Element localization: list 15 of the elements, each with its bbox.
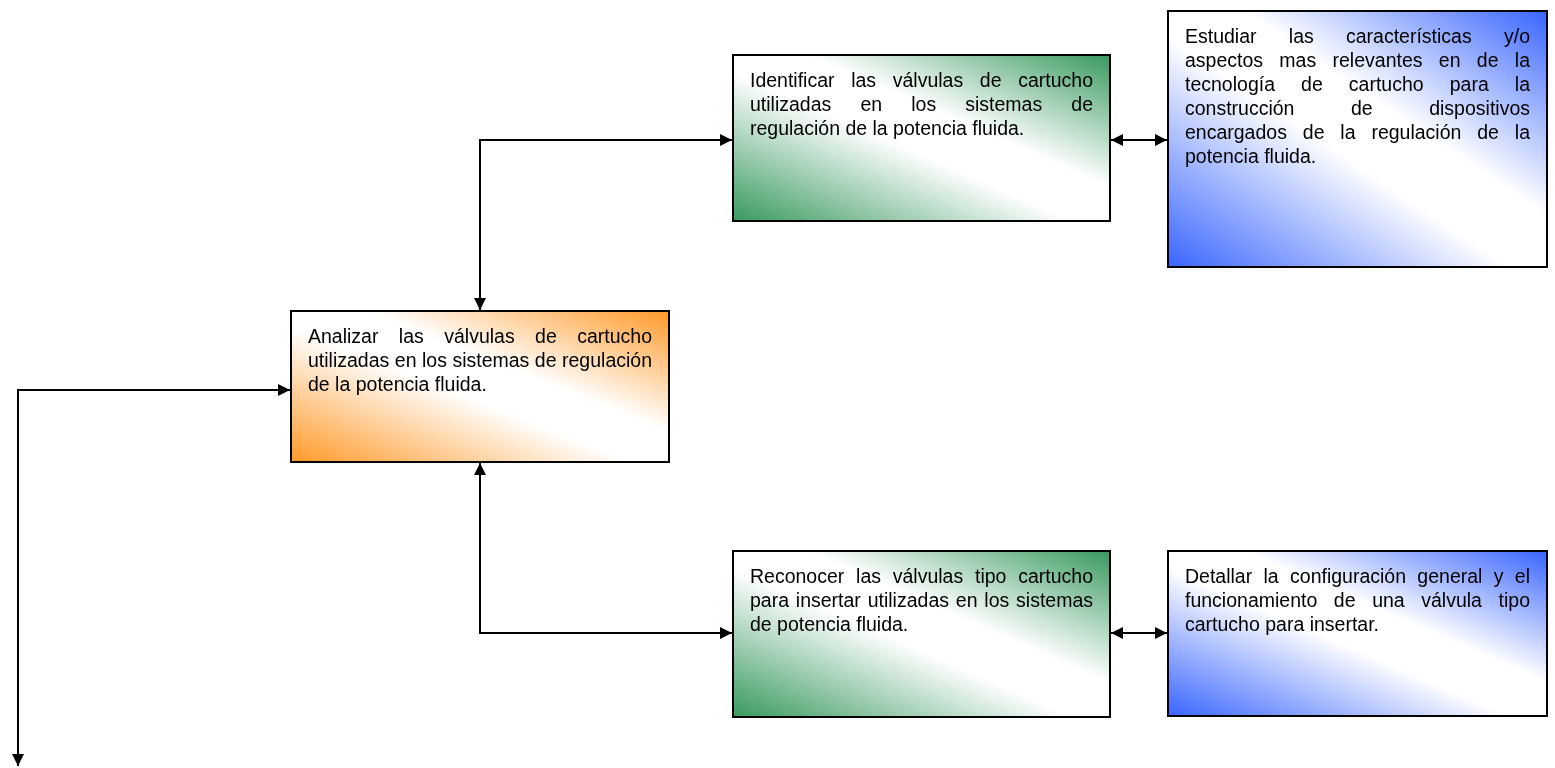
arrow (474, 134, 733, 311)
process-box (290, 310, 670, 463)
box-text: Estudiar las características y/o aspectos mas relevantes en de la tecnología de cartucho para la construcción de dispositivos encargados de la regulación de la potencia fluida. (1185, 24, 1530, 168)
process-box (1167, 10, 1548, 268)
process-box (732, 54, 1111, 222)
box-text: Reconocer las válvulas tipo cartucho para insertar utilizadas en los sistemas de potencia fluida. (750, 564, 1093, 636)
arrow (12, 384, 291, 767)
arrow (1110, 134, 1168, 146)
arrow (1110, 627, 1168, 639)
process-box (1167, 550, 1548, 717)
box-text: Identificar las válvulas de cartucho utilizadas en los sistemas de regulación de la potencia fluida. (750, 68, 1093, 140)
box-text: Detallar la configuración general y el funcionamiento de una válvula tipo cartucho para insertar. (1185, 564, 1530, 636)
box-text: Analizar las válvulas de cartucho utilizadas en los sistemas de regulación de la potencia fluida. (308, 324, 652, 396)
arrow (474, 462, 733, 639)
process-box (732, 550, 1111, 718)
